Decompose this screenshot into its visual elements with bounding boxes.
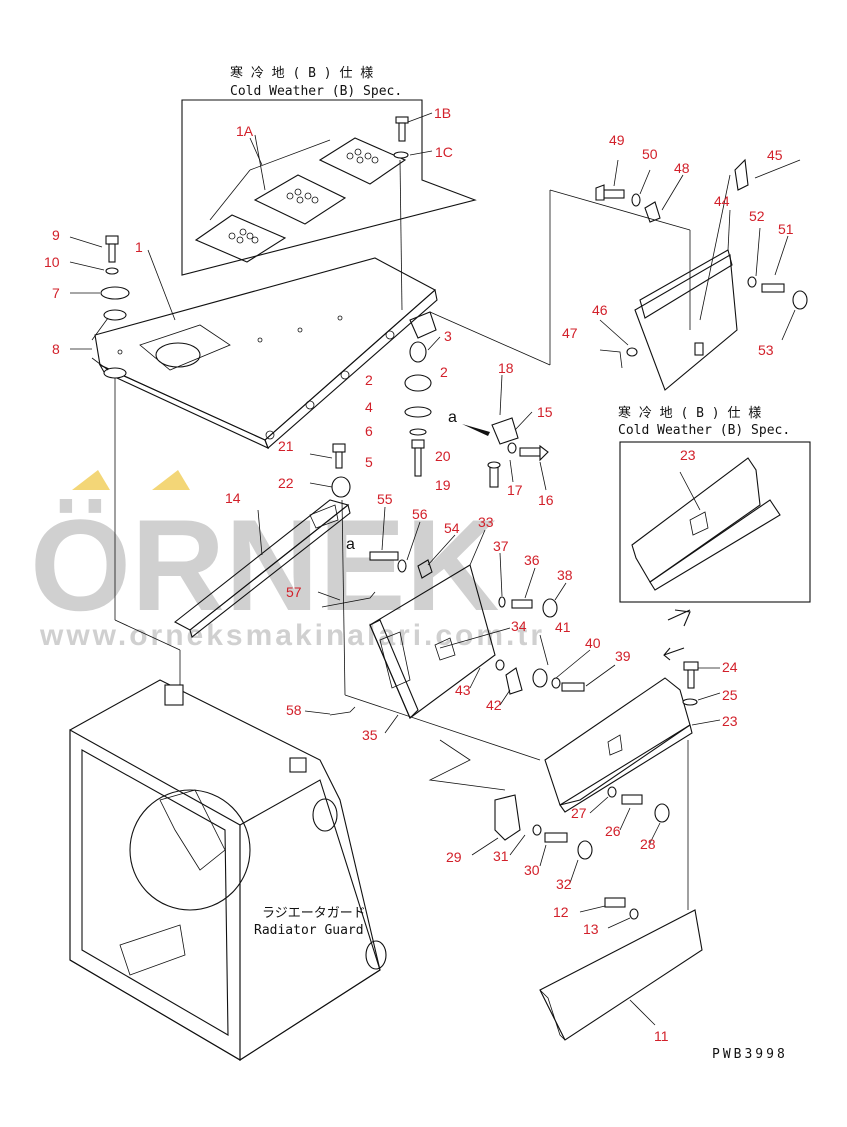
label-45: 45: [767, 147, 783, 163]
label-49: 49: [609, 132, 625, 148]
label-46: 46: [592, 302, 608, 318]
label-18: 18: [498, 360, 514, 376]
label-44: 44: [714, 193, 730, 209]
label-47: 47: [562, 325, 578, 341]
cold-weather-en-right: Cold Weather (B) Spec.: [618, 423, 790, 438]
label-11: 11: [654, 1028, 669, 1044]
label-23-main: 23: [722, 713, 738, 729]
side-panel: [544, 609, 699, 910]
label-42: 42: [486, 697, 502, 713]
label-7: 7: [52, 285, 60, 301]
label-3: 3: [444, 328, 452, 344]
label-56: 56: [412, 506, 428, 522]
label-51: 51: [778, 221, 794, 237]
side-rail: [173, 499, 351, 696]
label-10: 10: [44, 254, 60, 270]
label-52: 52: [749, 208, 765, 224]
watermark-url: www.orneksmakinalari.com.tr: [39, 619, 545, 652]
label-6: 6: [365, 423, 373, 439]
cold-weather-jp-top: 寒 冷 地 ( B ) 仕 様: [230, 65, 373, 81]
watermark-brand: ÖRNEK: [30, 492, 499, 638]
label-9: 9: [52, 227, 60, 243]
radiator-guard: ラジエータガード Radiator Guard: [69, 650, 541, 1062]
label-26: 26: [605, 823, 621, 839]
radiator-guard-jp: ラジエータガード: [262, 906, 366, 921]
hinge-cover: [595, 158, 808, 391]
label-1c: 1C: [435, 144, 453, 160]
label-2-upper: 2: [365, 372, 373, 388]
label-32: 32: [556, 876, 572, 892]
label-15: 15: [537, 404, 553, 420]
label-23-inset: 23: [680, 447, 696, 463]
label-1: 1: [135, 239, 143, 255]
lower-hinge: [428, 739, 593, 860]
left-fastener-stack: [100, 235, 181, 651]
label-22: 22: [278, 475, 294, 491]
label-1b: 1B: [434, 105, 451, 121]
label-50: 50: [642, 146, 658, 162]
cold-weather-jp-right: 寒 冷 地 ( B ) 仕 様: [618, 405, 761, 421]
cold-weather-inset-right: 寒 冷 地 ( B ) 仕 様 Cold Weather (B) Spec.: [618, 405, 811, 603]
label-36: 36: [524, 552, 540, 568]
radiator-guard-en: Radiator Guard: [254, 923, 364, 938]
label-54: 54: [444, 520, 460, 536]
label-24: 24: [722, 659, 738, 675]
bracket-group: [462, 417, 549, 488]
label-34: 34: [511, 618, 527, 634]
label-48: 48: [674, 160, 690, 176]
label-5: 5: [365, 454, 373, 470]
label-29: 29: [446, 849, 462, 865]
label-35: 35: [362, 727, 378, 743]
label-41: 41: [555, 619, 571, 635]
label-37: 37: [493, 538, 509, 554]
drawing-code: PWB3998: [712, 1047, 788, 1062]
label-58: 58: [286, 702, 302, 718]
top-cover: [94, 189, 691, 450]
label-27: 27: [571, 805, 587, 821]
label-20: 20: [435, 448, 451, 464]
label-55: 55: [377, 491, 393, 507]
cold-weather-en-top: Cold Weather (B) Spec.: [230, 84, 402, 99]
label-21: 21: [278, 438, 294, 454]
label-33: 33: [478, 514, 494, 530]
leader-lines: [69, 112, 801, 1026]
label-4: 4: [365, 399, 373, 415]
label-28: 28: [640, 836, 656, 852]
label-1a: 1A: [236, 123, 254, 139]
label-25: 25: [722, 687, 738, 703]
label-14: 14: [225, 490, 241, 506]
label-12: 12: [553, 904, 569, 920]
label-53: 53: [758, 342, 774, 358]
hinge-bracket: [321, 551, 585, 719]
label-57: 57: [286, 584, 302, 600]
label-31: 31: [493, 848, 509, 864]
mount-stack: [331, 341, 432, 498]
label-30: 30: [524, 862, 540, 878]
bottom-plate: [539, 897, 703, 1041]
label-a-upper: a: [448, 409, 457, 426]
cold-weather-inset-top: 寒 冷 地 ( B ) 仕 様 Cold Weather (B) Spec.: [181, 65, 477, 311]
label-13: 13: [583, 921, 599, 937]
label-40: 40: [585, 635, 601, 651]
label-8: 8: [52, 341, 60, 357]
part-labels: 1A 1B 1C 1 2 2 3 4 5 6 7 8 9 10 11 12 13…: [44, 105, 794, 1044]
label-17: 17: [507, 482, 523, 498]
label-16: 16: [538, 492, 554, 508]
label-39: 39: [615, 648, 631, 664]
label-38: 38: [557, 567, 573, 583]
label-a-lower: a: [346, 536, 355, 553]
label-43: 43: [455, 682, 471, 698]
watermark: ÖRNEK www.orneksmakinalari.com.tr: [30, 470, 545, 652]
label-19: 19: [435, 477, 451, 493]
label-2-lower: 2: [440, 364, 448, 380]
